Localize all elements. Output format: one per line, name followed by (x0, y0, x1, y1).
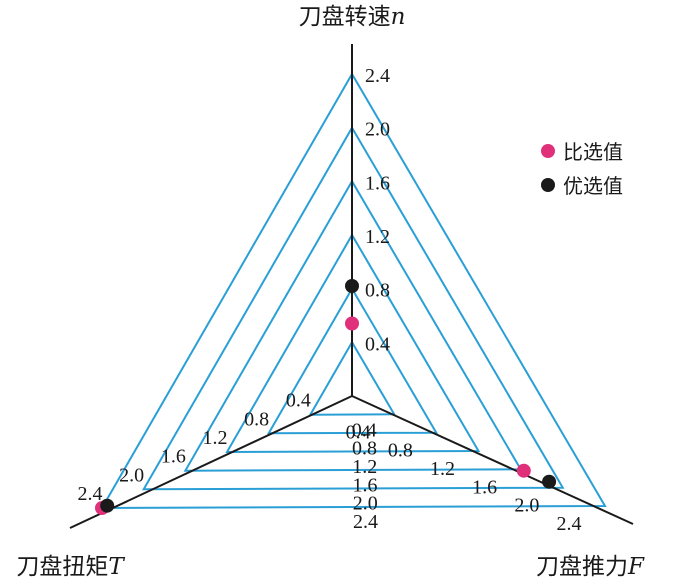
axis-title-label: 刀盘转速 (299, 4, 391, 30)
tick-right-0.8: 0.8 (388, 440, 413, 462)
tick-inner-0.4: 0.4 (352, 419, 377, 441)
legend-marker-1 (541, 144, 555, 158)
axis-title-symbol: F (627, 554, 645, 580)
tick-top-1.2: 1.2 (365, 226, 390, 248)
point-youxuan-3 (100, 498, 115, 513)
tick-inner-1.2: 1.2 (352, 456, 377, 478)
grid-ring-1 (308, 340, 396, 416)
axis-title-3: 刀盘扭矩T (16, 554, 125, 580)
grid-ring-2 (266, 286, 439, 435)
point-youxuan-1 (345, 279, 359, 293)
tick-right-2.0: 2.0 (514, 495, 539, 517)
point-youxuan-2 (542, 474, 557, 489)
grid-ring-3 (225, 233, 481, 454)
tick-right-1.6: 1.6 (472, 476, 497, 498)
tick-left-0.8: 0.8 (244, 408, 269, 430)
axis-title-label: 刀盘扭矩 (16, 554, 108, 580)
axis-title-symbol: n (391, 4, 406, 30)
tick-left-2.0: 2.0 (119, 464, 144, 486)
grid-ring-6 (100, 72, 607, 510)
data-points (95, 279, 557, 515)
tick-left-0.4: 0.4 (286, 390, 311, 412)
tick-left-2.4: 2.4 (78, 483, 103, 505)
grid-ring-4 (183, 179, 523, 472)
tick-left-1.6: 1.6 (161, 446, 186, 468)
tick-inner-1.6: 1.6 (353, 474, 378, 496)
axis-titles: 刀盘转速n 刀盘推力F 刀盘扭矩T (16, 4, 645, 580)
axis-line-3 (69, 395, 353, 529)
tick-top-2.0: 2.0 (365, 119, 390, 141)
grid-ring-5 (141, 125, 565, 491)
tick-inner-0.8: 0.8 (352, 438, 377, 460)
tick-right-1.2: 1.2 (430, 458, 455, 480)
tick-labels: 2.42.01.61.20.80.42.42.01.61.20.80.42.42… (78, 65, 582, 535)
legend-label-1: 比选值 (563, 140, 623, 164)
grid-rings (100, 72, 607, 510)
axis-line-2 (351, 395, 634, 525)
tick-right-2.4: 2.4 (557, 513, 582, 535)
legend-marker-2 (541, 178, 555, 192)
point-bixuan-2 (516, 463, 531, 478)
tick-top-0.8: 0.8 (365, 280, 390, 302)
axis-title-symbol: T (108, 554, 125, 580)
tick-inner-2.4: 2.4 (353, 511, 378, 533)
axis-title-2: 刀盘推力F (536, 554, 645, 580)
tick-left-1.2: 1.2 (203, 427, 228, 449)
tick-right-0.4: 0.4 (346, 421, 371, 443)
legend-label-2: 优选值 (563, 174, 623, 198)
axis-title-label: 刀盘推力 (536, 554, 628, 580)
point-bixuan-1 (345, 316, 359, 331)
axis-title-1: 刀盘转速n (299, 4, 406, 30)
tick-top-2.4: 2.4 (365, 65, 390, 87)
tick-top-1.6: 1.6 (365, 172, 390, 194)
tick-inner-2.0: 2.0 (353, 493, 378, 515)
axis-lines (69, 44, 634, 529)
tick-top-0.4: 0.4 (365, 333, 390, 355)
